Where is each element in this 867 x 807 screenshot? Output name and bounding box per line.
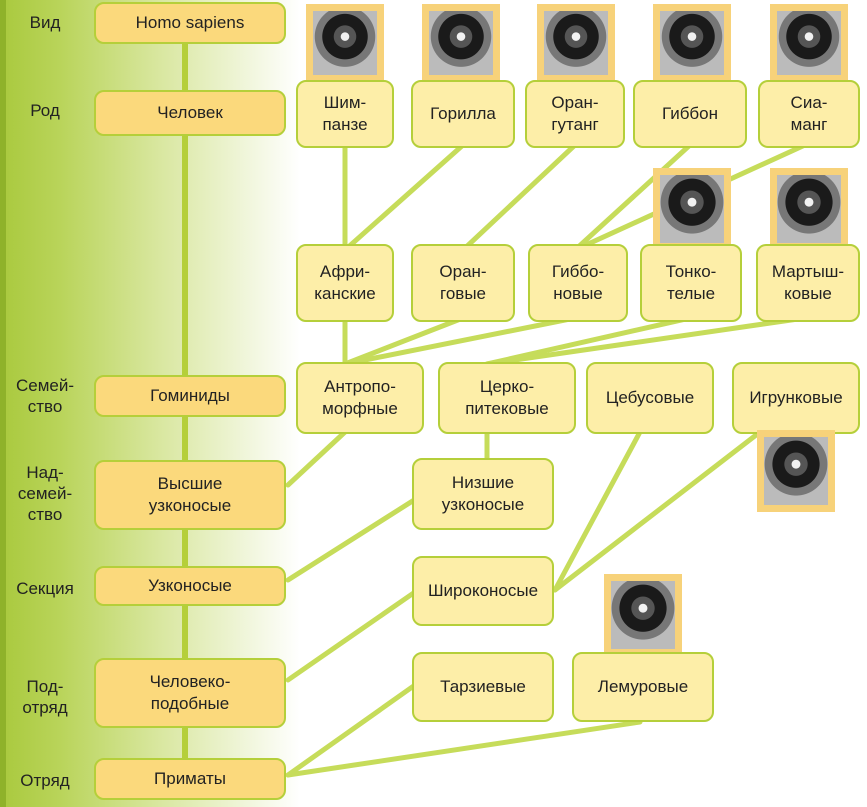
link-cebus-broad: [552, 429, 643, 593]
link-broad-humanlike: [285, 589, 418, 683]
link-thin-cerco: [484, 315, 693, 367]
colobus-photo: [653, 168, 731, 250]
macaque-photo: [770, 168, 848, 250]
box-tarsiers: Тарзиевые: [412, 652, 554, 722]
rank-order-label: Отряд: [20, 771, 70, 790]
rank-band-edge: [0, 0, 6, 807]
box-orangutan: Оран-гутанг: [525, 80, 625, 148]
rank-suborder-label: Под-отряд: [22, 677, 68, 717]
box-homo-sapiens: Homo sapiens: [94, 2, 286, 44]
box-gibbon-subfamily: Гиббо-новые: [528, 244, 628, 322]
box-monkey-subfamily: Мартыш-ковые: [756, 244, 860, 322]
link-monkey-cerco: [484, 315, 808, 367]
rank-section-label: Секция: [16, 579, 74, 598]
box-orang-subfamily: Оран-говые: [411, 244, 515, 322]
link-orang-anthropoid: [342, 315, 466, 367]
box-gorilla: Горилла: [411, 80, 515, 148]
box-african: Афри-канские: [296, 244, 394, 322]
link-orangutan-orang: [460, 142, 578, 253]
marmoset-photo: [757, 430, 835, 512]
gibbon-photo: [653, 4, 731, 82]
box-gibbon: Гиббон: [633, 80, 747, 148]
box-hominids: Гоминиды: [94, 375, 286, 417]
box-broadnosed: Широконосые: [412, 556, 554, 626]
link-gibbon-gibbon: [572, 142, 693, 253]
box-narrownosed: Узконосые: [94, 566, 286, 606]
rank-superfamily-label: Над-семей-ство: [17, 463, 73, 524]
link-marmoset-broad: [552, 429, 763, 593]
box-anthropoid: Антропо-морфные: [296, 362, 424, 434]
orangutan-photo: [537, 4, 615, 82]
lemur-photo: [604, 574, 682, 656]
rank-genus-label: Род: [30, 101, 60, 120]
box-thin-bodied: Тонко-телые: [640, 244, 742, 322]
box-siamang: Сиа-манг: [758, 80, 860, 148]
box-cercopithecids: Церко-питековые: [438, 362, 576, 434]
box-human-genus: Человек: [94, 90, 286, 136]
rank-species-label: Вид: [29, 13, 61, 32]
link-tarsier-primates: [285, 682, 418, 778]
siamang-photo: [770, 4, 848, 82]
box-marmosets: Игрунковые: [732, 362, 860, 434]
rank-family-label: Семей-ство: [15, 376, 75, 416]
box-lemurs: Лемуровые: [572, 652, 714, 722]
chimpanzee-photo: [306, 4, 384, 82]
box-chimpanzee: Шим-панзе: [296, 80, 394, 148]
box-cebids: Цебусовые: [586, 362, 714, 434]
gorilla-photo: [422, 4, 500, 82]
link-gorilla-african: [342, 142, 466, 253]
link-anthropoid-higher: [285, 429, 348, 488]
link-gibbon-anthropoid: [342, 315, 578, 367]
link-lemur-primates: [285, 719, 643, 778]
link-lower-narrow: [285, 492, 425, 583]
box-humanlike: Человеко-подобные: [94, 658, 286, 728]
box-primates: Приматы: [94, 758, 286, 800]
